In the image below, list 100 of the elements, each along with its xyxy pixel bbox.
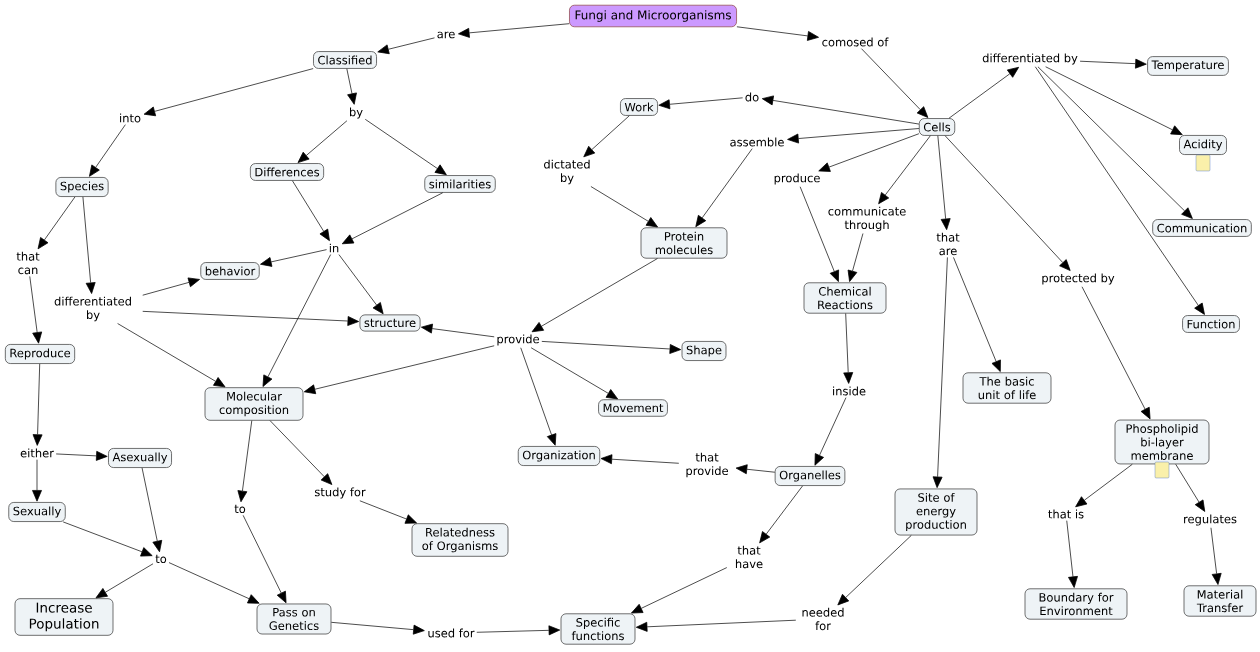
concept-box: The basic unit of life <box>962 372 1052 404</box>
arrow <box>735 464 776 475</box>
concept-box: Work <box>620 98 658 116</box>
arrow <box>341 192 444 245</box>
concept-box: behavior <box>200 262 260 280</box>
arrow <box>631 567 728 614</box>
arrow <box>695 148 753 228</box>
linking-phrase: inside <box>833 386 866 396</box>
linking-phrase: regulates <box>1184 514 1237 526</box>
linking-phrase: differentiated by <box>982 53 1078 65</box>
arrow <box>953 257 1001 372</box>
linking-phrase: differentiated by <box>54 296 131 322</box>
arrow <box>142 310 359 326</box>
linking-phrase: provide <box>497 334 539 346</box>
arrow <box>1210 527 1222 585</box>
linking-phrase: that is <box>1048 509 1084 519</box>
concept-box: Phospholipid bi-layer membrane <box>1114 419 1210 465</box>
arrow <box>590 186 658 228</box>
concept-box: Asexually <box>108 448 172 468</box>
linking-phrase: communicate through <box>828 206 906 232</box>
concept-box: Acidity <box>1179 135 1227 155</box>
arrow <box>1075 463 1133 508</box>
arrow <box>143 68 314 117</box>
arrow <box>95 563 154 599</box>
arrow <box>530 347 618 400</box>
concept-box: Boundary for Environment <box>1024 588 1128 620</box>
arrow <box>421 323 495 338</box>
linking-phrase: into <box>120 113 141 123</box>
arrow <box>847 233 864 282</box>
arrow <box>269 420 333 485</box>
arrow <box>814 397 847 466</box>
linking-phrase: that can <box>16 251 40 275</box>
arrow <box>761 95 920 125</box>
linking-phrase: protected by <box>1042 273 1115 285</box>
arrow <box>82 196 96 294</box>
arrow <box>531 258 658 333</box>
arrow <box>948 66 1019 119</box>
arrow <box>142 277 200 296</box>
arrow <box>292 180 330 241</box>
linking-phrase: either <box>20 448 54 458</box>
concept-box: Chemical Reactions <box>803 282 887 314</box>
arrow <box>62 521 153 557</box>
arrow <box>346 68 357 105</box>
arrow <box>937 135 951 231</box>
linking-phrase: that have <box>735 545 763 569</box>
arrow <box>787 128 920 144</box>
arrow <box>799 186 839 282</box>
arrow <box>600 454 680 465</box>
arrow <box>32 459 42 502</box>
arrow <box>359 500 417 524</box>
concept-box: similarities <box>424 175 496 193</box>
arrow <box>338 254 384 315</box>
concept-box: Organelles <box>774 466 846 486</box>
arrow <box>458 23 570 38</box>
arrow <box>303 345 495 395</box>
arrow <box>364 118 447 176</box>
arrow <box>818 133 920 172</box>
concept-box: Material Transfer <box>1183 585 1257 617</box>
arrow <box>1079 58 1147 69</box>
arrow <box>736 26 819 41</box>
linking-phrase: are <box>437 31 455 39</box>
concept-box: Classified <box>313 51 377 69</box>
linking-phrase: by <box>350 107 363 119</box>
concept-box: Species <box>55 177 109 197</box>
linking-phrase: used for <box>428 628 475 638</box>
arrow <box>520 347 557 446</box>
concept-box: Site of energy production <box>894 488 978 536</box>
linking-phrase: to <box>234 504 246 514</box>
concept-box: Molecular composition <box>204 387 304 421</box>
arrow <box>37 196 76 250</box>
arrow <box>837 535 912 606</box>
arrow <box>55 450 108 461</box>
concept-box: structure <box>359 314 421 332</box>
arrow <box>583 115 630 158</box>
linking-phrase: comosed of <box>822 37 889 47</box>
concept-box: Shape <box>681 341 727 361</box>
linking-phrase: that provide <box>686 452 728 478</box>
arrow <box>658 97 743 110</box>
title-box: Fungi and Microorganisms <box>569 4 737 28</box>
concept-box: Differences <box>250 163 324 181</box>
arrow <box>117 323 226 388</box>
linking-phrase: needed for <box>802 607 844 631</box>
arrow <box>1066 520 1078 588</box>
linking-phrase: produce <box>774 173 820 185</box>
concept-box: Communication <box>1152 219 1252 237</box>
linking-phrase: to <box>155 554 167 564</box>
arrow <box>262 254 331 387</box>
linking-phrase: dictated by <box>544 159 590 185</box>
arrow <box>1045 66 1183 136</box>
concept-box: Sexually <box>8 502 66 522</box>
arrow <box>843 313 854 384</box>
arrow <box>944 135 1071 271</box>
arrow <box>635 619 797 632</box>
concept-box: Protein molecules <box>640 227 728 259</box>
arrow <box>29 276 43 344</box>
arrow <box>260 249 327 267</box>
arrow <box>932 257 948 489</box>
linking-phrase: that are <box>936 232 960 256</box>
arrow <box>32 363 43 446</box>
concept-box: Relatedness of Organisms <box>411 523 509 557</box>
